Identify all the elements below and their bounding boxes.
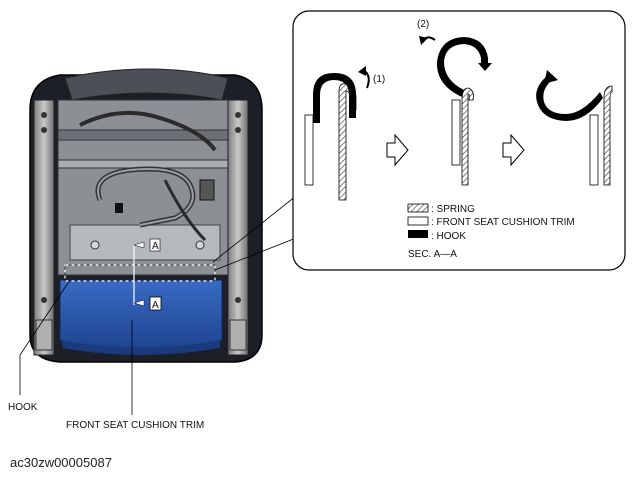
trim-callout-label: FRONT SEAT CUSHION TRIM xyxy=(66,420,204,431)
callout-line-bottom xyxy=(214,237,297,271)
hook-shape-1 xyxy=(313,73,356,123)
step-3-figure xyxy=(536,70,613,186)
callout-line-top xyxy=(212,195,297,263)
step-2-label: (2) xyxy=(417,19,429,30)
legend: : SPRING : FRONT SEAT CUSHION TRIM : HOO… xyxy=(407,203,575,260)
figure-id: ac30zw00005087 xyxy=(10,455,112,470)
step-1-figure: (1) xyxy=(304,66,385,201)
front-seat-cushion-trim xyxy=(59,279,223,349)
right-seat-rail xyxy=(227,99,249,356)
step-arrow-1 xyxy=(386,133,409,167)
section-detail-callout: (1) (2) : SPRING : FRONT SEA xyxy=(292,10,626,271)
hook-shape-3 xyxy=(536,76,603,121)
section-marker-lower: A xyxy=(152,300,159,311)
legend-spring-label: : SPRING xyxy=(431,204,475,215)
step-2-figure: (2) xyxy=(417,19,492,186)
left-seat-rail xyxy=(33,99,55,356)
legend-swatch-hook xyxy=(408,230,428,238)
step-1-label: (1) xyxy=(373,74,385,85)
legend-hook-label: : HOOK xyxy=(431,231,466,242)
hook-shape-2 xyxy=(436,37,488,97)
legend-swatch-trim xyxy=(407,216,429,226)
legend-swatch-spring xyxy=(407,203,429,213)
seat-cushion-view: A A xyxy=(29,68,263,363)
section-marker-upper: A xyxy=(152,241,159,252)
legend-trim-label: : FRONT SEAT CUSHION TRIM xyxy=(431,217,575,228)
hook-callout-label: HOOK xyxy=(8,402,38,413)
section-title: SEC. A—A xyxy=(408,249,457,260)
step-arrow-2 xyxy=(502,133,525,167)
wire-harness xyxy=(79,110,217,152)
